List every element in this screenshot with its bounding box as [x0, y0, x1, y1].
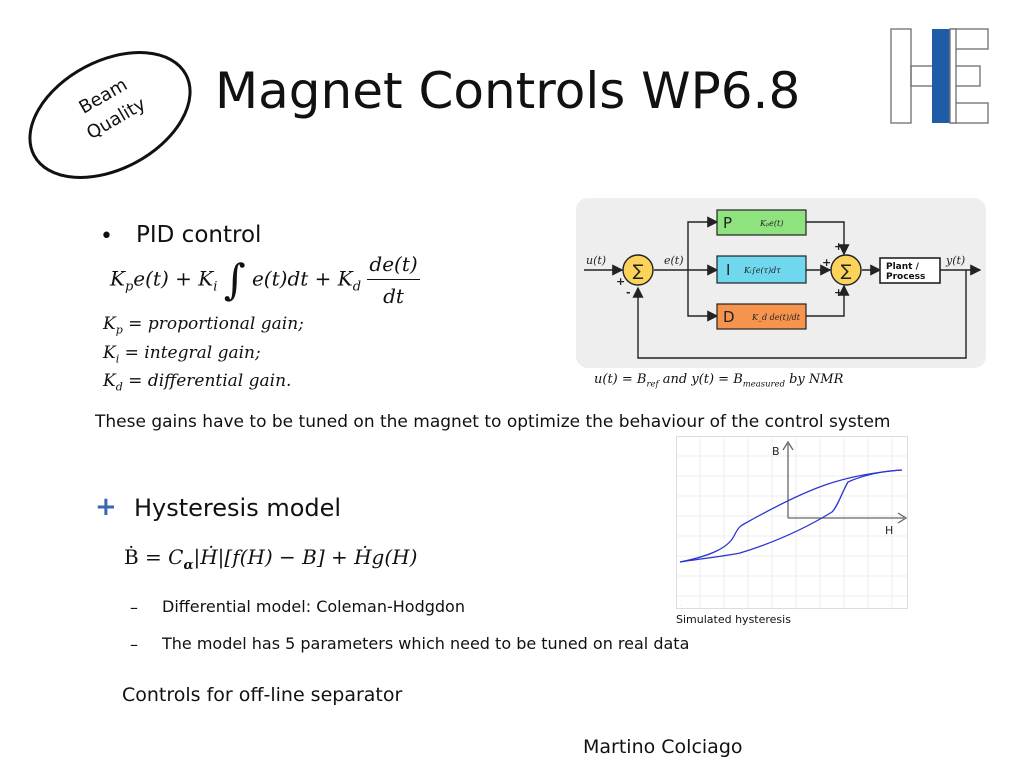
- item-dash-2: –: [130, 635, 138, 654]
- u-label: u(t): [586, 254, 606, 267]
- sum-junction-2: [830, 254, 862, 286]
- frac-numerator: de(t): [367, 252, 420, 280]
- pid-block-diagram: u(t) e(t) y(t) ∑ ∑ + - + + + P I D Kₚe(t…: [576, 198, 986, 368]
- formula-e: e(t) +: [133, 266, 199, 291]
- plus-3: +: [822, 256, 831, 269]
- caption-meas: measured: [742, 378, 785, 389]
- caption-by: by NMR: [784, 372, 844, 387]
- item-coleman-hodgdon: Differential model: Coleman-Hodgdon: [162, 597, 465, 616]
- formula-alpha: α: [183, 558, 194, 573]
- gain-kp: Kp = proportional gain;: [103, 314, 304, 336]
- kp-sub: p: [124, 279, 134, 295]
- plus-bullet-icon: +: [95, 492, 117, 522]
- svg-text:·: ·: [680, 603, 682, 609]
- item-dash-1: –: [130, 598, 138, 617]
- gain-ki-sub: i: [115, 352, 120, 366]
- hysteresis-upper-branch: [679, 469, 903, 563]
- pid-heading: PID control: [136, 222, 262, 248]
- formula-lhs: Ḃ =: [124, 545, 169, 569]
- d-letter: D: [723, 308, 735, 326]
- i-letter: I: [726, 261, 730, 279]
- plant-label-1: Plant /: [886, 262, 920, 272]
- i-block: [716, 255, 807, 284]
- gain-ki: Ki = integral gain;: [103, 343, 261, 365]
- plant-label-2: Process: [886, 272, 925, 282]
- p-term: Kₚe(t): [759, 219, 783, 228]
- pid-bullet: •: [100, 224, 113, 249]
- p-block: [716, 209, 807, 236]
- item-parameters: The model has 5 parameters which need to…: [162, 634, 690, 653]
- gain-kd-text: = differential gain.: [122, 371, 292, 391]
- integral-icon: ∫: [223, 255, 246, 304]
- derivative-fraction: de(t) dt: [367, 252, 420, 308]
- formula-rest: |Ḣ|[f(H) − B] + Ḣg(H): [193, 545, 418, 569]
- plus-2: +: [834, 240, 843, 253]
- hysteresis-heading: Hysteresis model: [134, 494, 342, 522]
- hysteresis-plot: B H · ·: [676, 436, 908, 609]
- author-name: Martino Colciago: [583, 736, 743, 758]
- caption-and: and y(t) = B: [658, 372, 743, 387]
- gain-kp-k: K: [103, 314, 116, 334]
- gains-paragraph: These gains have to be tuned on the magn…: [95, 412, 891, 432]
- x-axis-label: H: [885, 524, 893, 537]
- sum-symbol-1: ∑: [633, 261, 644, 280]
- controls-line: Controls for off-line separator: [122, 684, 403, 706]
- svg-text:·: ·: [888, 603, 890, 609]
- p-letter: P: [723, 214, 732, 232]
- plot-frame: [676, 436, 908, 609]
- diagram-caption: u(t) = Bref and y(t) = Bmeasured by NMR: [594, 372, 843, 389]
- x-axis-arrow: [897, 512, 908, 524]
- gain-ki-text: = integral gain;: [119, 343, 261, 363]
- y-axis-arrow: [782, 440, 794, 451]
- kp-symbol: K: [110, 266, 125, 291]
- y-label: y(t): [945, 254, 965, 267]
- gain-kd: Kd = differential gain.: [103, 371, 291, 393]
- kd-sub: d: [352, 279, 362, 295]
- caption-u: u(t) = B: [594, 372, 647, 387]
- y-axis-label: B: [772, 445, 780, 458]
- ki-sub: i: [213, 279, 218, 295]
- slide-title: Magnet Controls WP6.8: [215, 62, 801, 120]
- frac-denominator: dt: [383, 284, 404, 308]
- ki-symbol: K: [198, 266, 214, 291]
- e-label: e(t): [664, 254, 684, 267]
- he-logo: [890, 28, 989, 124]
- d-term: K_d de(t)/dt: [751, 313, 801, 322]
- chart-caption: Simulated hysteresis: [676, 613, 791, 626]
- gain-kd-sub: d: [115, 380, 123, 394]
- gain-kp-sub: p: [115, 323, 123, 337]
- sum-symbol-2: ∑: [841, 261, 852, 280]
- hysteresis-formula: Ḃ = Cα|Ḣ|[f(H) − B] + Ḣg(H): [124, 545, 417, 573]
- minus-1: -: [626, 286, 631, 299]
- gain-kd-k: K: [103, 371, 116, 391]
- sum-junction-1: [622, 254, 654, 286]
- plot-grid: [677, 437, 907, 608]
- pid-formula: Kpe(t) + Ki ∫ e(t)dt + Kd de(t) dt: [110, 252, 420, 308]
- hysteresis-lower-branch: [679, 469, 903, 563]
- formula-c: C: [168, 545, 184, 569]
- gain-kp-text: = proportional gain;: [122, 314, 304, 334]
- caption-ref: ref: [646, 378, 659, 389]
- formula-int-body: e(t)dt +: [251, 266, 338, 291]
- kd-symbol: K: [337, 266, 353, 291]
- plant-block: [879, 257, 941, 284]
- plus-4: +: [834, 286, 843, 299]
- plus-1: +: [616, 275, 625, 288]
- beam-quality-badge: [28, 51, 192, 179]
- d-block: [716, 303, 807, 330]
- gain-ki-k: K: [103, 343, 116, 363]
- i-term: Kᵢ∫e(τ)dτ: [743, 266, 781, 275]
